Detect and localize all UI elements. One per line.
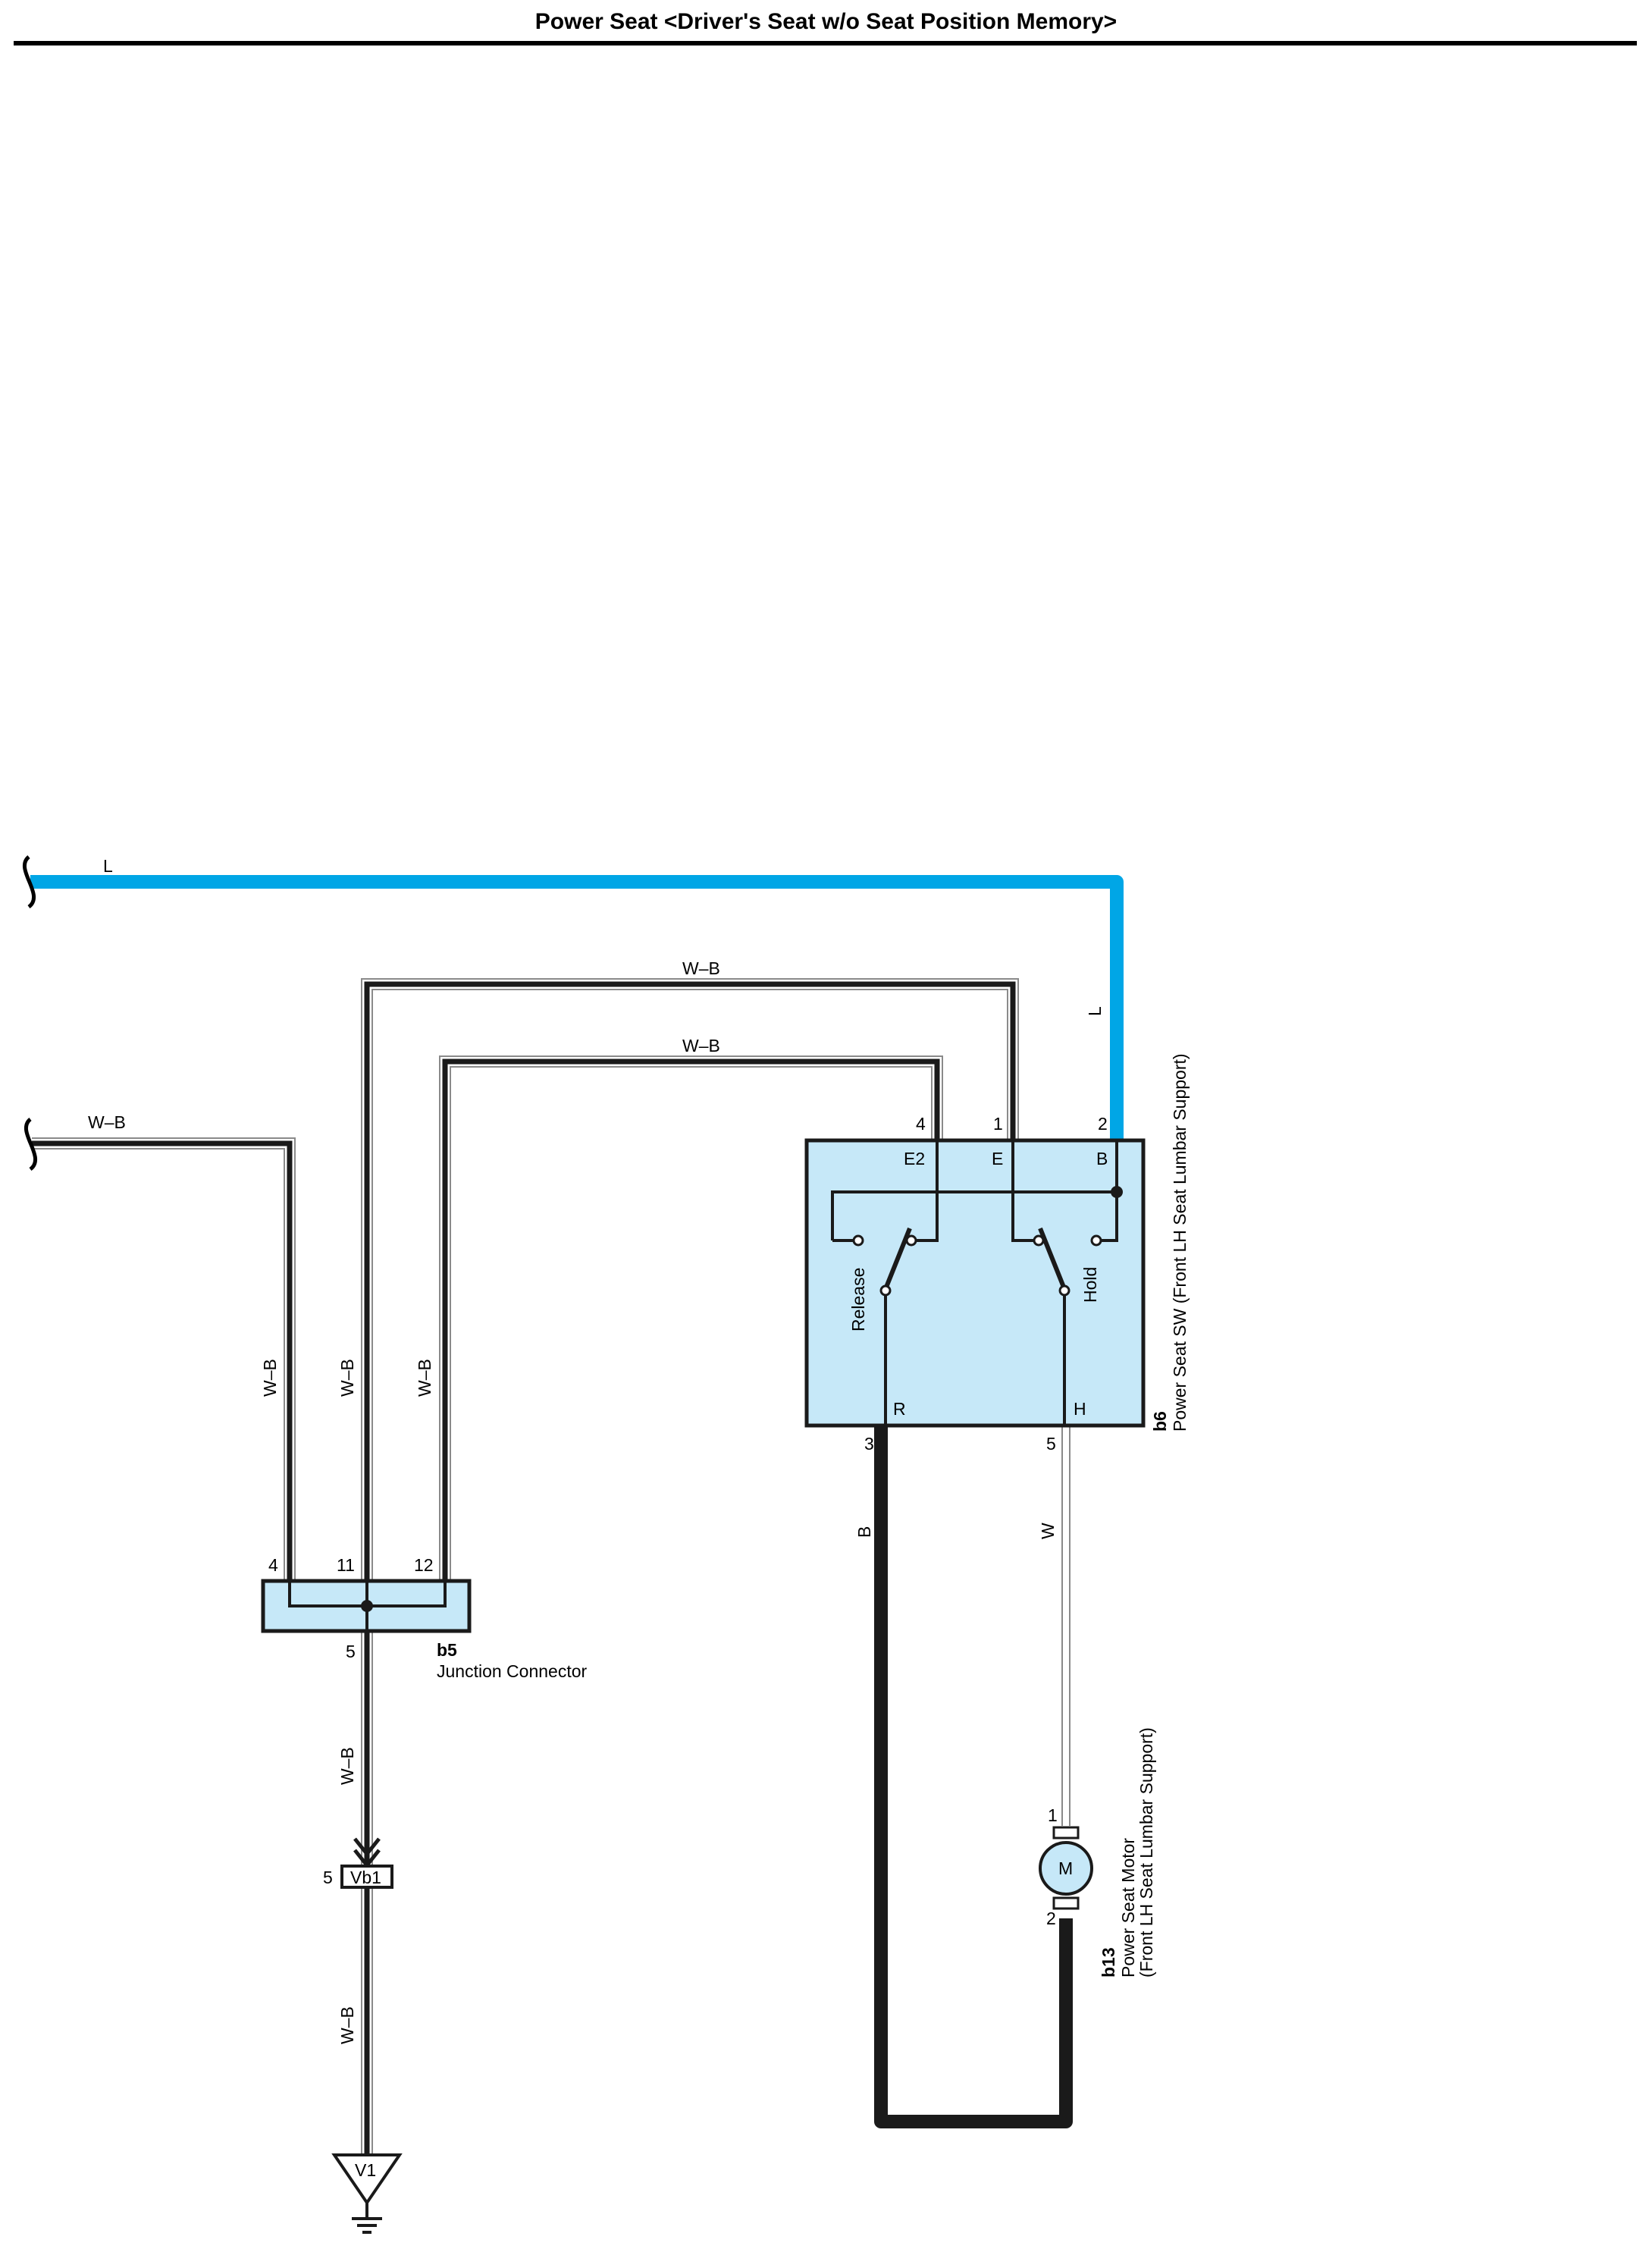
b5-code: b5 [437, 1640, 457, 1660]
b6-terminal-h: H [1074, 1399, 1086, 1419]
wire-label-wb-v2: W–B [337, 1359, 357, 1397]
wire-label-wb-top: W–B [682, 958, 720, 978]
b6-terminal-e2: E2 [904, 1149, 925, 1168]
wire-label-wb-v1: W–B [260, 1359, 280, 1397]
b13-code: b13 [1099, 1947, 1118, 1978]
b6-pin-4: 4 [916, 1114, 926, 1134]
wire-break-left [24, 1118, 37, 1171]
wire-label-l-vertical: L [1085, 1006, 1105, 1016]
v1-label: V1 [355, 2160, 376, 2180]
b6-terminal-b: B [1096, 1149, 1108, 1168]
title-rule [14, 41, 1637, 45]
ground-v1 [331, 2153, 403, 2234]
b5-pin-4: 4 [268, 1555, 278, 1575]
wire-wb-group [32, 978, 1071, 2155]
wire-label-wb-ground-upper: W–B [337, 1747, 357, 1785]
b6-terminal-r: R [893, 1399, 906, 1419]
b5-name: Junction Connector [437, 1661, 588, 1681]
junction-connector-b5 [261, 1579, 472, 1633]
b6-terminal-e: E [992, 1149, 1003, 1168]
b13-pin-2: 2 [1046, 1909, 1056, 1928]
wire-b-motor [874, 1426, 1073, 2128]
b6-contact-release: Release [848, 1268, 868, 1331]
wire-label-b-motor: B [854, 1526, 874, 1538]
wire-label-w-motor: W [1038, 1523, 1058, 1539]
page-title: Power Seat <Driver's Seat w/o Seat Posit… [534, 9, 1118, 34]
wire-label-wb-v3: W–B [415, 1359, 434, 1397]
b13-name-line1: Power Seat Motor [1118, 1838, 1138, 1978]
wire-label-l-top: L [103, 856, 113, 876]
b5-pin-12: 12 [414, 1555, 434, 1575]
wire-label-wb-left: W–B [88, 1112, 126, 1132]
wire-break-top [22, 855, 36, 909]
b13-pin-1: 1 [1048, 1805, 1058, 1825]
b5-pin-11: 11 [337, 1555, 355, 1575]
wire-l [30, 875, 1124, 1140]
b6-pin-1: 1 [993, 1114, 1003, 1134]
b6-pin-5: 5 [1046, 1434, 1056, 1454]
vb1-pin-5: 5 [323, 1868, 333, 1887]
power-seat-motor-b13 [1039, 1826, 1093, 1910]
power-seat-switch-b6 [804, 1138, 1146, 1428]
connector-vb1 [340, 1837, 393, 1889]
wire-wb-left [32, 1137, 296, 1581]
vb1-label: Vb1 [350, 1868, 381, 1887]
b6-pin-2: 2 [1098, 1114, 1108, 1134]
b6-name: Power Seat SW (Front LH Seat Lumbar Supp… [1170, 1053, 1190, 1432]
b6-contact-hold: Hold [1080, 1267, 1100, 1303]
wire-label-wb-mid: W–B [682, 1036, 720, 1055]
wire-label-wb-ground-lower: W–B [337, 2006, 357, 2044]
b13-name-line2: (Front LH Seat Lumbar Support) [1136, 1727, 1156, 1978]
b6-code: b6 [1150, 1411, 1170, 1432]
b6-pin-3: 3 [864, 1434, 874, 1454]
b5-pin-5: 5 [346, 1642, 356, 1661]
b13-motor-symbol: M [1058, 1858, 1073, 1878]
